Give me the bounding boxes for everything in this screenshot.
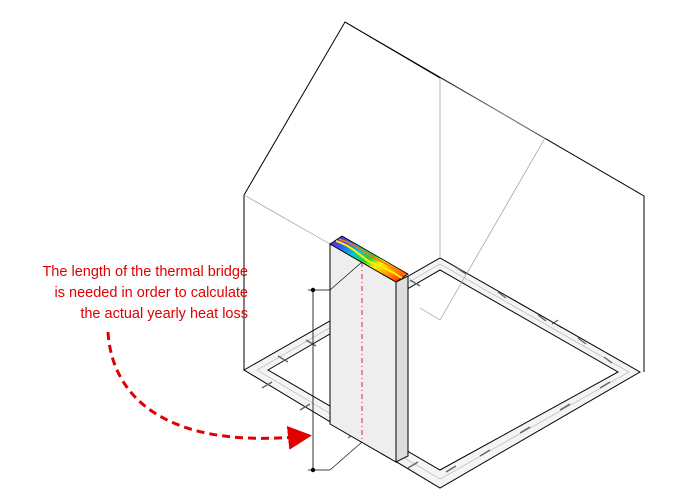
thermal-bridge-heat-map-icon	[329, 235, 409, 283]
annotation-line-2: is needed in order to calculate	[54, 285, 248, 301]
thermal-bridge-annotation: The length of the thermal bridge is need…	[0, 262, 248, 325]
length-dimension-line	[308, 261, 363, 473]
house-outline	[243, 21, 645, 372]
floor-wall-band	[243, 257, 642, 489]
construction-lines	[243, 77, 546, 321]
annotation-line-3: the actual yearly heat loss	[80, 306, 248, 322]
annotation-line-1: The length of the thermal bridge	[42, 264, 248, 280]
